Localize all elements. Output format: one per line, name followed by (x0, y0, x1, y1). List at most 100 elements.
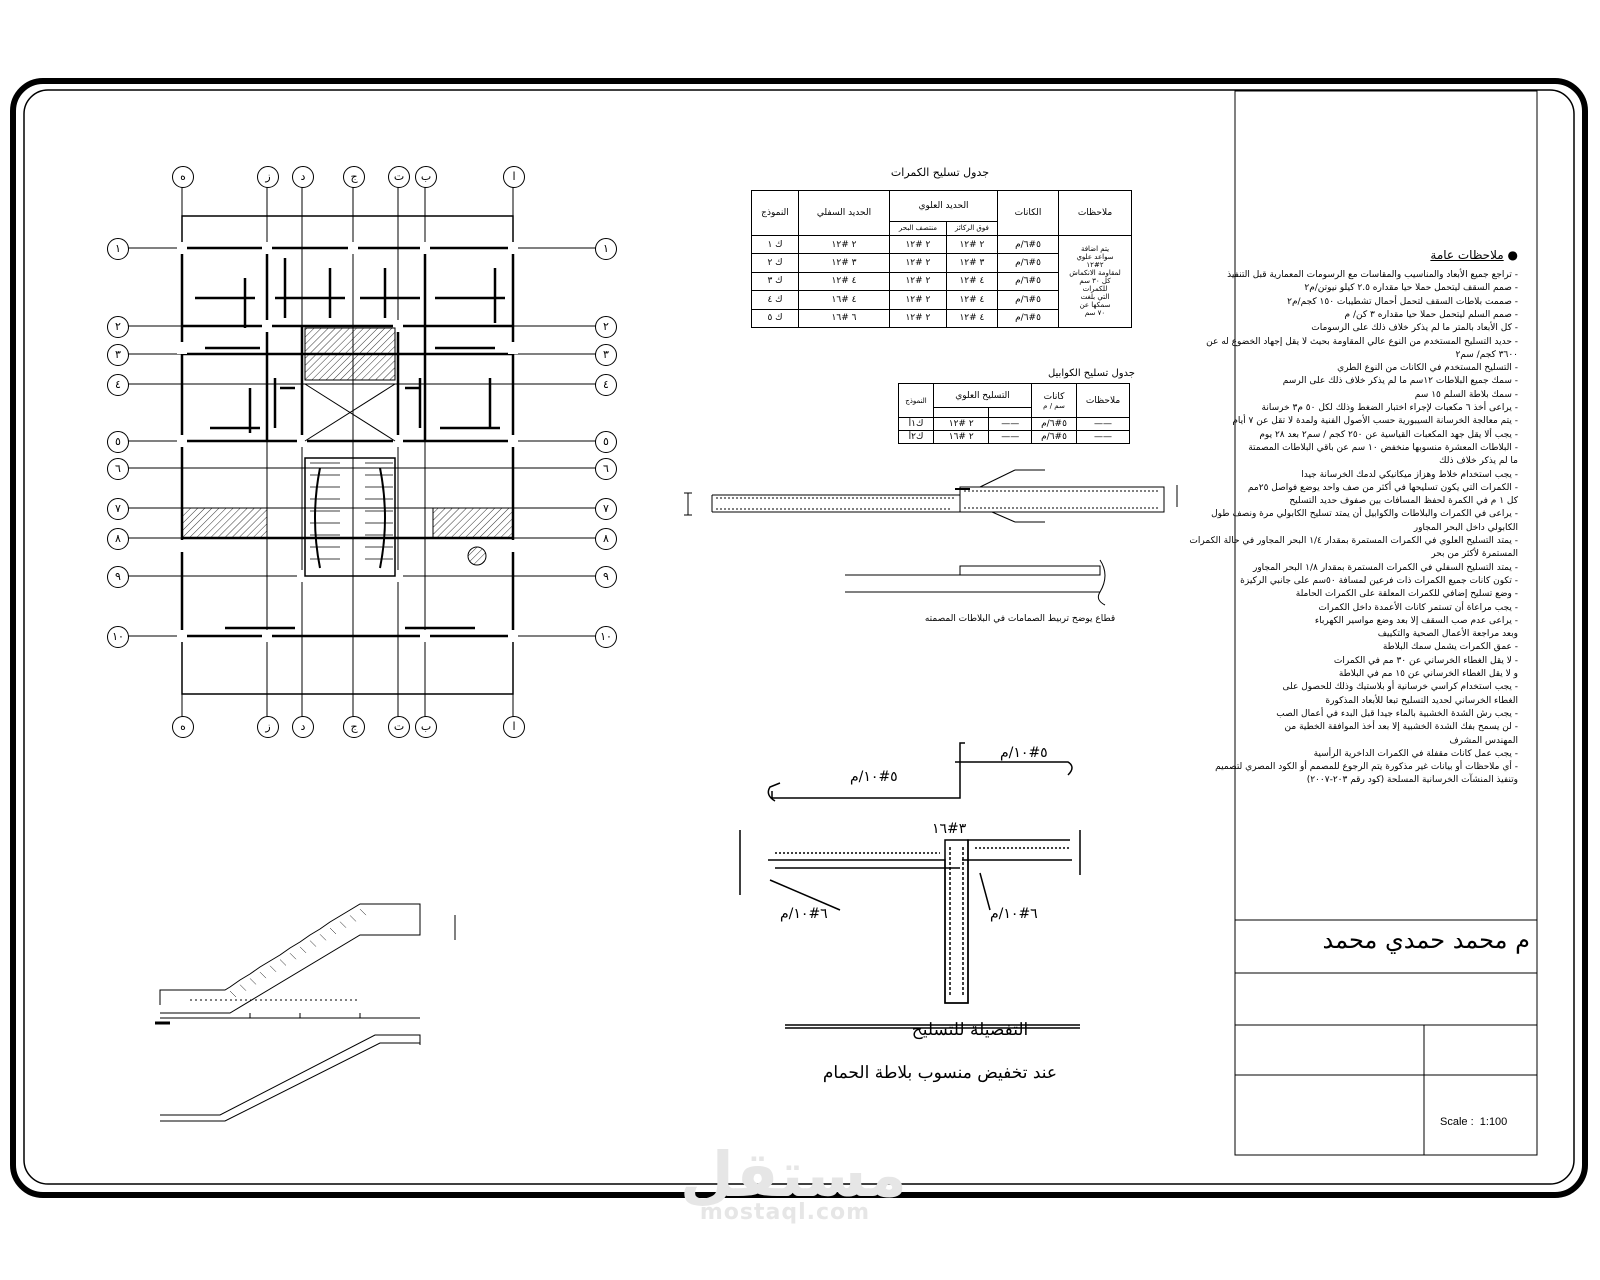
axis-bubble: ١ (595, 238, 617, 260)
scale-label: Scale : 1:100 (1440, 1116, 1508, 1128)
axis-bubble: د (292, 166, 314, 188)
note-line: - يجب استخدام كراسي خرسانية أو بلاستيك و… (1282, 682, 1519, 693)
note-line: - تكون كانات جميع الكمرات ذات فرعين لمسا… (1240, 575, 1518, 586)
note-line: - يراعى في الكمرات والبلاطات والكوابيل أ… (1211, 509, 1518, 520)
note-line: - كل الأبعاد بالمتر ما لم يذكر خلاف ذلك … (1311, 323, 1518, 334)
note-line: - يمتد التسليح العلوي في الكمرات المستمر… (1189, 536, 1518, 546)
axis-bubble: ١ (107, 238, 129, 260)
general-notes-title: ● ملاحظات عامة (1430, 248, 1518, 262)
axis-bubble: ٥ (107, 431, 129, 453)
axis-bubble: ٢ (107, 316, 129, 338)
axis-bubble: ٤ (107, 374, 129, 396)
note-line: - الكمرات التي يكون تسليحها في أكثر من ص… (1247, 482, 1518, 493)
axis-bubble: ٧ (595, 498, 617, 520)
watermark-arabic: مستقل (680, 1138, 907, 1211)
bullet-icon: ● (1507, 248, 1518, 262)
detail2-label-rebar: ٣#١٦ (932, 821, 967, 837)
axis-bubble: ج (343, 166, 365, 188)
title-block (1234, 90, 1538, 1156)
note-line: - وضع تسليح إضافي للكمرات المعلقة على ال… (1295, 589, 1518, 600)
note-line: كل ١ م في الكمرة لحفظ المسافات بين صفوف … (1289, 496, 1518, 507)
beam-col-notes: ملاحظات (1058, 190, 1132, 236)
drawing-frame (10, 78, 1588, 1198)
detail1-caption: قطاع يوضح تربيط الصمامات في البلاطات الم… (925, 614, 1115, 624)
note-line: - سمك جميع البلاطات ١٢سم ما لم يذكر خلاف… (1282, 376, 1518, 387)
note-line: وتنفيذ المنشآت الخرسانية المسلحة (كود رق… (1306, 775, 1518, 786)
note-line: - تراجع جميع الأبعاد والمناسيب والمقاسات… (1227, 270, 1518, 280)
beam-table-title: جدول تسليح الكمرات (890, 166, 990, 179)
axis-bubble: ٨ (107, 528, 129, 550)
note-line: الغطاء الخرساني لحديد التسليح تبعا للأبع… (1325, 695, 1518, 706)
axis-bubble: ه (172, 166, 194, 188)
beam-col-top: الحديد العلوي (889, 190, 998, 222)
axis-bubble: ١٠ (595, 626, 617, 648)
detail2-label-bottom: ٥#١٠/م (850, 769, 898, 785)
beam-reinforcement-table: ملاحظات الكانات الحديد العلوي الحديد الس… (751, 190, 1132, 329)
note-line: المستمرة لأكثر من بحر (1431, 549, 1518, 560)
beam-col-bottom: الحديد السفلي (798, 190, 890, 236)
note-line: - يجب استخدام خلاط وهزاز ميكانيكي لدمك ا… (1301, 469, 1518, 480)
axis-bubble: ب (415, 166, 437, 188)
note-line: - البلاطات المعشرة منسوبها منخفض ١٠ سم ع… (1248, 442, 1518, 453)
scale-value: 1:100 (1479, 1116, 1508, 1128)
beam-col-top-mid: منتصف البحر (889, 220, 947, 236)
axis-bubble: د (292, 716, 314, 738)
note-line: - يتم معالجة الخرسانة السيبورية حسب الأص… (1232, 416, 1518, 427)
note-line: - سمك بلاطة السلم ١٥ سم (1414, 389, 1518, 400)
note-line: - يراعى عدم صب السقف إلا بعد وضع مواسير … (1314, 615, 1518, 626)
axis-bubble: ت (388, 716, 410, 738)
detail2-label-right: ٦#١٠/م (990, 906, 1038, 922)
axis-bubble: ت (388, 166, 410, 188)
axis-bubble: ٧ (107, 498, 129, 520)
beam-col-top-support: فوق الركائز (945, 220, 999, 236)
note-line: ٣٦٠٠ كجم/ سم٢ (1455, 349, 1518, 360)
note-line: - صمم السلم ليتحمل حملا حيا مقداره ٣ كن/… (1344, 309, 1518, 320)
axis-bubble: ٩ (595, 566, 617, 588)
detail2-label-top: ٥#١٠/م (1000, 745, 1048, 761)
note-line: - يجب ألا يقل جهد المكعبات القياسية عن ٢… (1259, 429, 1518, 440)
axis-bubble: ٦ (595, 458, 617, 480)
axis-bubble: ٣ (107, 344, 129, 366)
note-line: ما لم يذكر خلاف ذلك (1439, 456, 1518, 467)
bathroom-slab-detail: ٥#١٠/م ٥#١٠/م ٣#١٦ ٦#١٠/م ٦#١٠/م التفصيل… (739, 742, 1081, 1083)
axis-bubble: ز (257, 716, 279, 738)
axis-bubble: ج (343, 716, 365, 738)
cantilever-table-title: جدول تسليح الكوابيل (1047, 368, 1135, 379)
axis-bubble: ا (503, 166, 525, 188)
axis-bubble: ا (503, 716, 525, 738)
cant-col-top: التسليح العلوي (933, 383, 1032, 408)
note-line: المهندس المشرف (1449, 735, 1518, 746)
axis-bubble: ٢ (595, 316, 617, 338)
note-line: - صمم السقف ليتحمل حملا حيا مقداره ٢.٥ ك… (1304, 283, 1518, 294)
structural-plan (125, 168, 605, 718)
designer-name: م محمد حمدي محمد (1322, 926, 1530, 954)
axis-bubble: ١٠ (107, 626, 129, 648)
detail2-subtitle: عند تخفيض منسوب بلاطة الحمام (823, 1063, 1057, 1083)
note-line: - التسليح المستخدم في الكانات من النوع ا… (1337, 363, 1518, 374)
note-line: - يجب مراعاة أن تستمر كانات الأعمدة داخل… (1318, 602, 1518, 613)
beam-col-stirrups: الكانات (997, 190, 1059, 236)
axis-bubble: ٤ (595, 374, 617, 396)
detail2-label-left: ٦#١٠/م (780, 906, 828, 922)
axis-bubble: ه (172, 716, 194, 738)
note-line: وبعد مراجعة الأعمال الصحية والتكييف (1377, 629, 1518, 640)
note-line: الكابولي داخل البحر المجاور (1413, 522, 1518, 533)
cant-col-type: النموذج (898, 383, 934, 418)
axis-bubble: ٦ (107, 458, 129, 480)
axis-bubble: ٨ (595, 528, 617, 550)
watermark-latin: mostaql.com (699, 1200, 871, 1225)
note-line: - يجب رش الشدة الخشبية بالماء جيدا قبل ا… (1276, 708, 1518, 719)
note-line: - يمتد التسليح السفلي في الكمرات المستمر… (1252, 562, 1518, 573)
axis-bubble: ٩ (107, 566, 129, 588)
detail2-title: التفصيلة للتسليح (912, 1020, 1029, 1040)
axis-bubble: ز (257, 166, 279, 188)
axis-bubble: ب (415, 716, 437, 738)
note-line: - أي ملاحظات أو بيانات غير مذكورة يتم ال… (1215, 762, 1518, 773)
